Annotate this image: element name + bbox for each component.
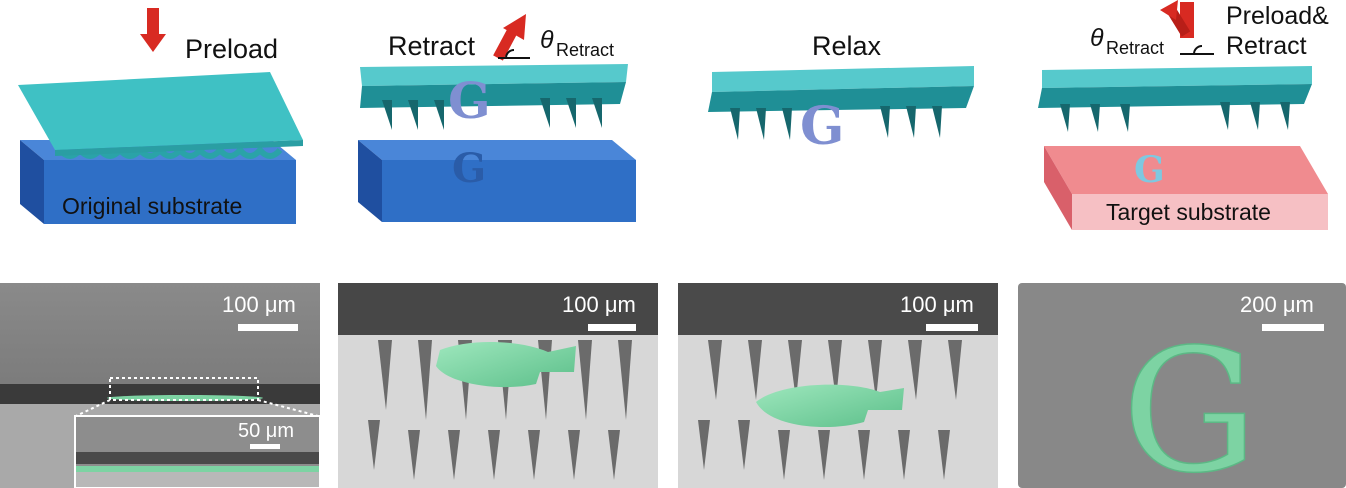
inset-scale-bar-label: 50 μm [238,420,294,442]
panel-retract: Retract θ Retract G [358,14,636,222]
printed-g: G [1134,149,1165,191]
preload-retract-arrow-icon [1160,0,1214,55]
stamp-pillars [360,64,628,130]
retract-arrow-icon [493,14,530,61]
ink-g-lifted: G [448,71,491,130]
stamp-relaxed [708,66,974,140]
theta-symbol-print: θ [1090,24,1104,52]
micrograph-2: 100 μm [338,283,658,488]
preload-retract-label-line2: Retract [1226,32,1307,60]
preload-label: Preload [185,34,278,64]
inset: 50 μm [74,415,321,488]
theta-symbol: θ [540,26,554,54]
imprint-g: G [452,145,486,192]
panel-relax: Relax G [708,31,974,157]
printed-g-letter: G [1122,313,1258,488]
preload-retract-label-line1: Preload& [1226,2,1329,30]
micrograph-1: 100 μm 50 μm [0,283,321,488]
relaxed-g-ink [756,384,904,428]
scale-bar-label-2: 100 μm [562,292,636,317]
ink-g-relaxed: G [800,96,844,157]
target-substrate: G [1044,146,1328,230]
inset-scale-bar [250,444,280,449]
panel-print: θ Retract Preload& Retract [1038,0,1329,230]
micrograph-3: 100 μm [678,283,998,488]
scale-bar-label-4: 200 μm [1240,292,1314,317]
theta-subscript-print: Retract [1106,38,1164,58]
theta-subscript: Retract [556,40,614,60]
original-substrate-label: Original substrate [62,193,242,219]
scale-bar-1 [238,324,298,331]
scale-bar-3 [926,324,978,331]
scale-bar-2 [588,324,636,331]
panel-preload: Preload Original substrate [18,8,303,224]
retract-label: Retract [388,31,476,61]
relax-label: Relax [812,31,882,61]
stamp [18,72,303,159]
scale-bar-4 [1262,324,1324,331]
target-substrate-label: Target substrate [1106,199,1271,225]
original-substrate-retract: G [358,140,636,222]
scale-bar-label-3: 100 μm [900,292,974,317]
stamp-print [1038,66,1312,132]
micrograph-4: G 200 μm [1018,283,1346,488]
scale-bar-label-1: 100 μm [222,292,296,317]
preload-arrow-icon [140,8,166,52]
lifted-g-ink [436,341,576,388]
